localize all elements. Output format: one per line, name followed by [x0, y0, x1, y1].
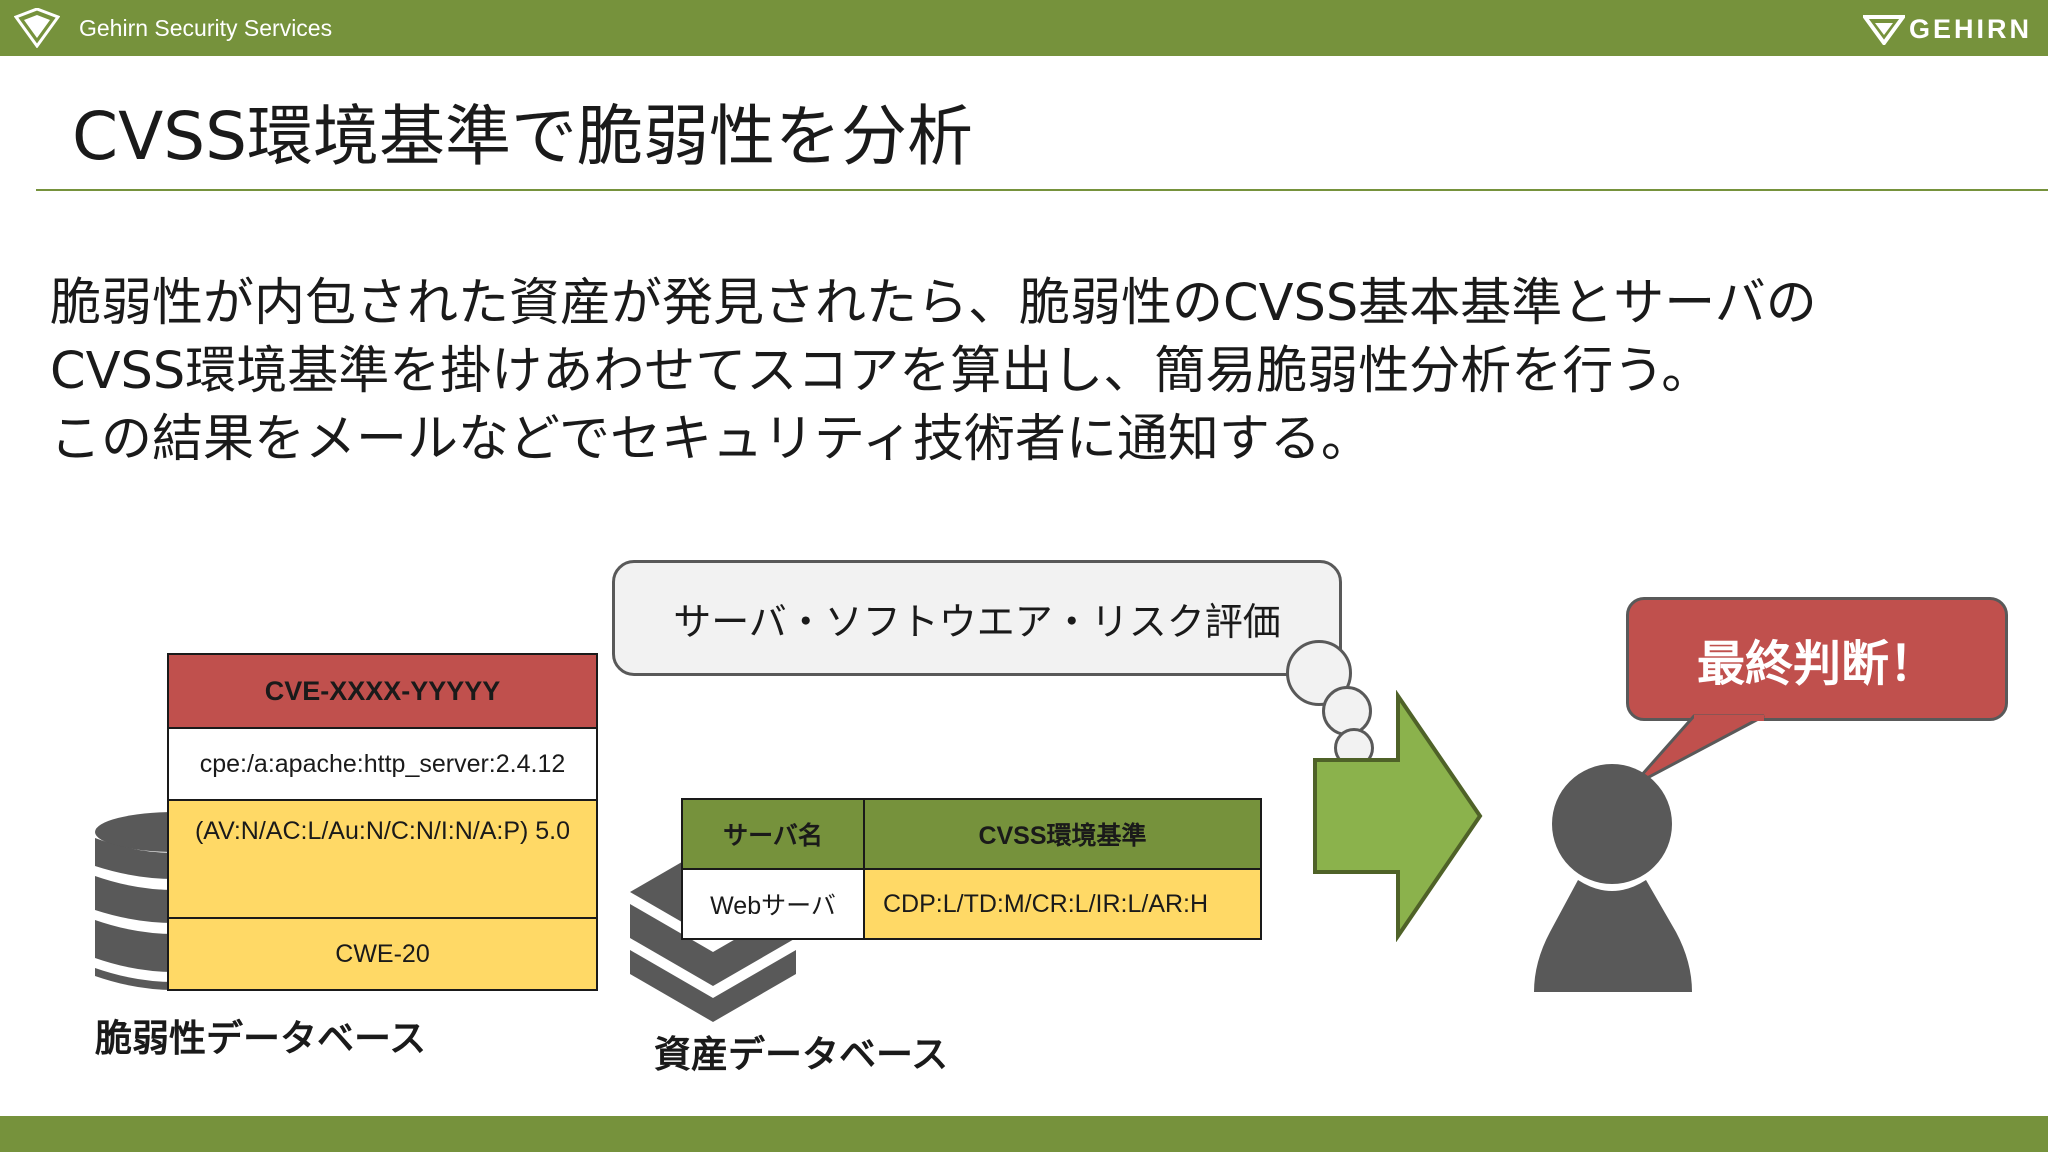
final-decision-callout: 最終判断！: [1626, 597, 2008, 721]
vulnerability-record: CVE-XXXX-YYYYY cpe:/a:apache:http_server…: [167, 653, 598, 991]
brand-logo: GEHIRN: [1862, 12, 2032, 46]
body-line-1: 脆弱性が内包された資産が発見されたら、脆弱性のCVSS基本基準とサーバの: [50, 274, 1817, 333]
vulnerability-db-label: 脆弱性データベース: [95, 1017, 427, 1060]
callout-tail: [1630, 714, 1765, 788]
asset-db-label: 資産データベース: [654, 1033, 949, 1076]
person-icon: [1534, 764, 1692, 992]
header-bar: Gehirn Security Services GEHIRN: [0, 0, 2048, 56]
company-name: Gehirn Security Services: [79, 15, 333, 41]
gehirn-logo-icon: [14, 8, 60, 48]
table-row: Webサーバ CDP:L/TD:M/CR:L/IR:L/AR:H: [681, 868, 1262, 940]
cwe-id: CWE-20: [167, 917, 598, 991]
cve-id: CVE-XXXX-YYYYY: [167, 653, 598, 729]
slide-title: CVSS環境基準で脆弱性を分析: [72, 98, 974, 175]
thought-dot-medium: [1322, 686, 1372, 736]
brand-mark-icon: [1862, 15, 1905, 45]
server-name-cell: Webサーバ: [681, 868, 865, 940]
arrow-right-icon: [1313, 690, 1483, 942]
cvss-env-cell: CDP:L/TD:M/CR:L/IR:L/AR:H: [863, 868, 1262, 940]
footer-bar: [0, 1116, 2048, 1152]
body-line-2: CVSS環境基準を掛けあわせてスコアを算出し、簡易脆弱性分析を行う。: [50, 342, 1713, 401]
thought-bubble: サーバ・ソフトウエア・リスク評価: [612, 560, 1342, 676]
body-line-3: この結果をメールなどでセキュリティ技術者に通知する。: [50, 410, 1372, 469]
slide-body: 脆弱性が内包された資産が発見されたら、脆弱性のCVSS基本基準とサーバの CVS…: [50, 270, 2030, 474]
column-header-server-name: サーバ名: [681, 798, 865, 870]
brand-name: GEHIRN: [1908, 13, 2032, 44]
column-header-cvss-env: CVSS環境基準: [863, 798, 1262, 870]
asset-table: サーバ名 CVSS環境基準 Webサーバ CDP:L/TD:M/CR:L/IR:…: [681, 798, 1262, 940]
cvss-vector: (AV:N/AC:L/Au:N/C:N/I:N/A:P) 5.0: [167, 799, 598, 919]
title-divider: [36, 189, 2048, 191]
cpe-value: cpe:/a:apache:http_server:2.4.12: [167, 727, 598, 801]
